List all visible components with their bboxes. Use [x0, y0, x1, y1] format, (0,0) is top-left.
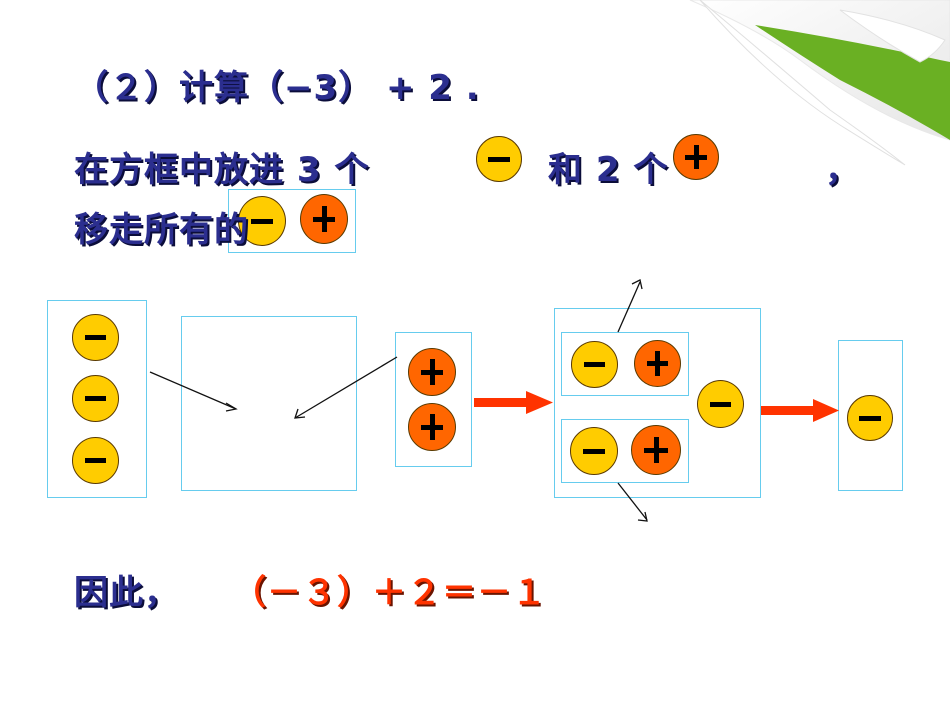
thin-arrow-icon	[149, 279, 648, 522]
minus-chip-icon	[697, 380, 744, 428]
minus-chip-icon	[570, 427, 618, 475]
empty-target-box	[181, 316, 357, 491]
plus-chip-icon	[408, 348, 456, 396]
minus-chip-icon	[72, 375, 119, 422]
combined-box	[554, 308, 761, 498]
plus-chip-icon	[634, 340, 681, 387]
conclusion-equation: （－３）＋２＝－１	[232, 573, 547, 613]
minus-chip-icon	[571, 341, 618, 388]
flow-arrow-icon	[474, 391, 839, 422]
plus-chip-icon	[673, 134, 719, 180]
minus-chip-icon	[72, 437, 119, 484]
problem-heading: （２）计算（−3） + 2 .	[74, 68, 480, 108]
minus-chip-icon	[847, 395, 893, 441]
minus-chip-icon	[238, 196, 286, 246]
instruction-line1-part1: 在方框中放进 3 个	[74, 150, 370, 190]
pair-box-top	[561, 332, 689, 396]
negatives-box	[47, 300, 147, 498]
conclusion-label: 因此，	[74, 573, 179, 613]
minus-chip-icon	[476, 136, 522, 182]
plus-chip-icon	[631, 425, 681, 475]
instruction-line2: 移走所有的	[74, 210, 249, 250]
instruction-comma: ，	[825, 150, 860, 190]
result-box	[838, 340, 903, 491]
positives-box	[395, 332, 472, 467]
plus-chip-icon	[408, 403, 456, 451]
pair-box-bottom	[561, 419, 689, 483]
plus-chip-icon	[300, 194, 348, 244]
pair-box-inline	[228, 189, 356, 253]
minus-chip-icon	[72, 314, 119, 361]
instruction-line1-part2: 和 2 个	[548, 150, 669, 190]
